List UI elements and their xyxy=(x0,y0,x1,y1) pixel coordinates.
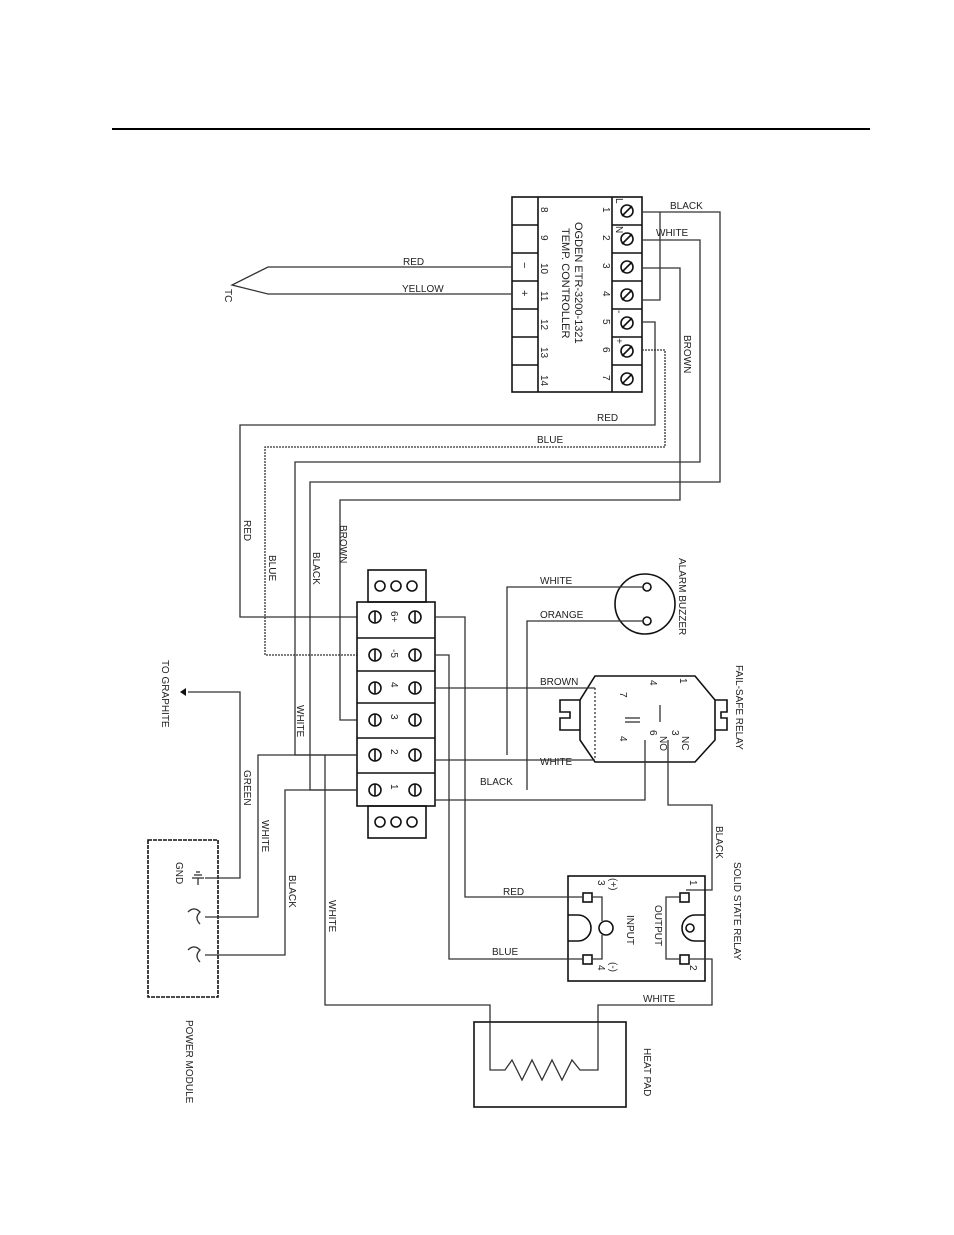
wire-label-blue-v: BLUE xyxy=(266,555,277,581)
controller-terminal-number: 3 xyxy=(600,263,611,269)
wire-label-ssr-red: RED xyxy=(503,887,524,898)
ssr-input-label: INPUT xyxy=(624,915,635,945)
relay-pin-4b: 4 xyxy=(617,736,628,742)
ssr-label: SOLID STATE RELAY xyxy=(731,862,742,961)
controller-terminal-mark: + xyxy=(613,338,624,344)
wire-label-red-tc: RED xyxy=(403,257,424,268)
screw-terminal-icon xyxy=(620,372,634,386)
thermocouple: TC RED YELLOW xyxy=(222,257,512,302)
power-module-label: POWER MODULE xyxy=(183,1020,194,1104)
controller-terminal-number: 11 xyxy=(538,291,549,302)
screw-terminal-icon xyxy=(620,204,634,218)
controller-terminal-mark: N xyxy=(613,226,624,233)
ssr-pin-3: 3 xyxy=(595,880,606,886)
wire-label-brown-v: BROWN xyxy=(337,525,348,563)
terminal-block-number: 3 xyxy=(388,714,399,720)
wire-label-white-top: WHITE xyxy=(656,228,689,239)
wire-label-heat-white: WHITE xyxy=(643,994,676,1005)
heat-pad: HEAT PAD WHITE xyxy=(473,994,676,1108)
ssr-minus: (-) xyxy=(607,962,618,972)
wire-label-green: GREEN xyxy=(241,770,252,806)
ssr-pin-2: 2 xyxy=(687,965,698,971)
wire-label-relay-white: WHITE xyxy=(540,757,573,768)
terminal-block-number: 1 xyxy=(388,784,399,790)
fail-safe-relay: 1 4 7 3 6 4 NC NO FAIL-SAFE RELAY BROWN … xyxy=(435,665,744,891)
temp-controller: 1 8 L 2 9 N 3 10 − 4 11 +5 12 - 6 13 +7 14 OGDEN ETR-3200… xyxy=(511,196,643,393)
heat-pad-label: HEAT PAD xyxy=(641,1048,652,1096)
wire-label-buzzer-orange: ORANGE xyxy=(540,610,584,621)
wire-label-blue-h: BLUE xyxy=(537,435,563,446)
controller-terminal-number: 6 xyxy=(600,347,611,353)
wire-label-brown-right: BROWN xyxy=(681,335,692,373)
terminal-block: 6+ -5 4 3 2 1 xyxy=(356,569,436,839)
screw-terminal-icon xyxy=(620,232,634,246)
wire-label-buzzer-white: WHITE xyxy=(540,576,573,587)
ssr-pin-4: 4 xyxy=(595,965,606,971)
controller-terminal-number: 5 xyxy=(600,319,611,325)
controller-terminal-number: 2 xyxy=(600,235,611,241)
wire-label-ssr-blue: BLUE xyxy=(492,947,518,958)
wire-label-white-heat: WHITE xyxy=(326,900,337,933)
gnd-label: GND xyxy=(173,862,184,884)
controller-terminal-number: 4 xyxy=(600,291,611,297)
controller-subtitle: TEMP. CONTROLLER xyxy=(559,228,571,338)
controller-polarity-mark: − xyxy=(518,262,530,268)
wire-label-relay-brown: BROWN xyxy=(540,677,578,688)
ssr-output-label: OUTPUT xyxy=(652,905,663,946)
relay-pin-1: 1 xyxy=(677,678,688,684)
wire-label-ssr-black: BLACK xyxy=(713,826,724,859)
power-module: GND POWER MODULE TO GRAPHITE GREEN WHITE… xyxy=(147,660,491,1104)
wire-label-white-pm: WHITE xyxy=(259,820,270,853)
controller-terminal-mark: L xyxy=(613,198,624,204)
controller-wires xyxy=(239,211,721,791)
controller-terminal-number: 9 xyxy=(538,235,549,241)
wire-label-white-v: WHITE xyxy=(294,705,305,738)
wire-label-black-pm: BLACK xyxy=(286,875,297,908)
screw-terminal-icon xyxy=(620,288,634,302)
ssr-plus: (+) xyxy=(607,878,618,891)
screw-terminal-icon xyxy=(620,316,634,330)
controller-terminal-number: 7 xyxy=(600,375,611,381)
relay-pin-4: 4 xyxy=(647,680,658,686)
wire-label-red-h: RED xyxy=(597,413,618,424)
terminal-block-number: 2 xyxy=(388,749,399,755)
fail-safe-relay-label: FAIL-SAFE RELAY xyxy=(733,665,744,750)
graphite-label: TO GRAPHITE xyxy=(159,660,170,728)
wire-label-yellow-tc: YELLOW xyxy=(402,284,444,295)
relay-pin-6: 6 xyxy=(647,730,658,736)
terminal-block-number: 6+ xyxy=(388,611,399,623)
alarm-buzzer-label: ALARM BUZZER xyxy=(676,558,687,635)
tc-label: TC xyxy=(222,289,233,302)
controller-title: OGDEN ETR-3200-1321 xyxy=(572,222,584,344)
terminal-block-number: -5 xyxy=(388,649,399,658)
controller-polarity-mark: + xyxy=(518,290,530,296)
controller-terminal-number: 13 xyxy=(538,347,549,359)
controller-terminal-number: 8 xyxy=(538,207,549,213)
controller-terminal-number: 12 xyxy=(538,319,549,331)
relay-no: NO xyxy=(657,736,668,751)
controller-terminal-number: 10 xyxy=(538,263,549,275)
screw-terminal-icon xyxy=(620,260,634,274)
wire-label-red-v: RED xyxy=(241,520,252,541)
screw-terminal-icon xyxy=(620,344,634,358)
controller-terminal-number: 14 xyxy=(538,375,549,387)
alarm-buzzer: ALARM BUZZER WHITE ORANGE xyxy=(506,558,687,790)
relay-nc: NC xyxy=(679,736,690,750)
controller-terminal-number: 1 xyxy=(600,207,611,213)
wire-label-black-top: BLACK xyxy=(670,201,703,212)
terminal-block-number: 4 xyxy=(388,682,399,688)
wire-label-black-v: BLACK xyxy=(310,552,321,585)
ssr-pin-1: 1 xyxy=(687,880,698,886)
wire-label-block-black: BLACK xyxy=(480,777,513,788)
relay-pin-3: 3 xyxy=(669,730,680,736)
solid-state-relay: INPUT OUTPUT 1 2 3 4 (+) (-) SOLID STATE… xyxy=(435,616,742,1022)
controller-terminal-mark: - xyxy=(613,310,624,313)
relay-pin-7: 7 xyxy=(617,692,628,698)
